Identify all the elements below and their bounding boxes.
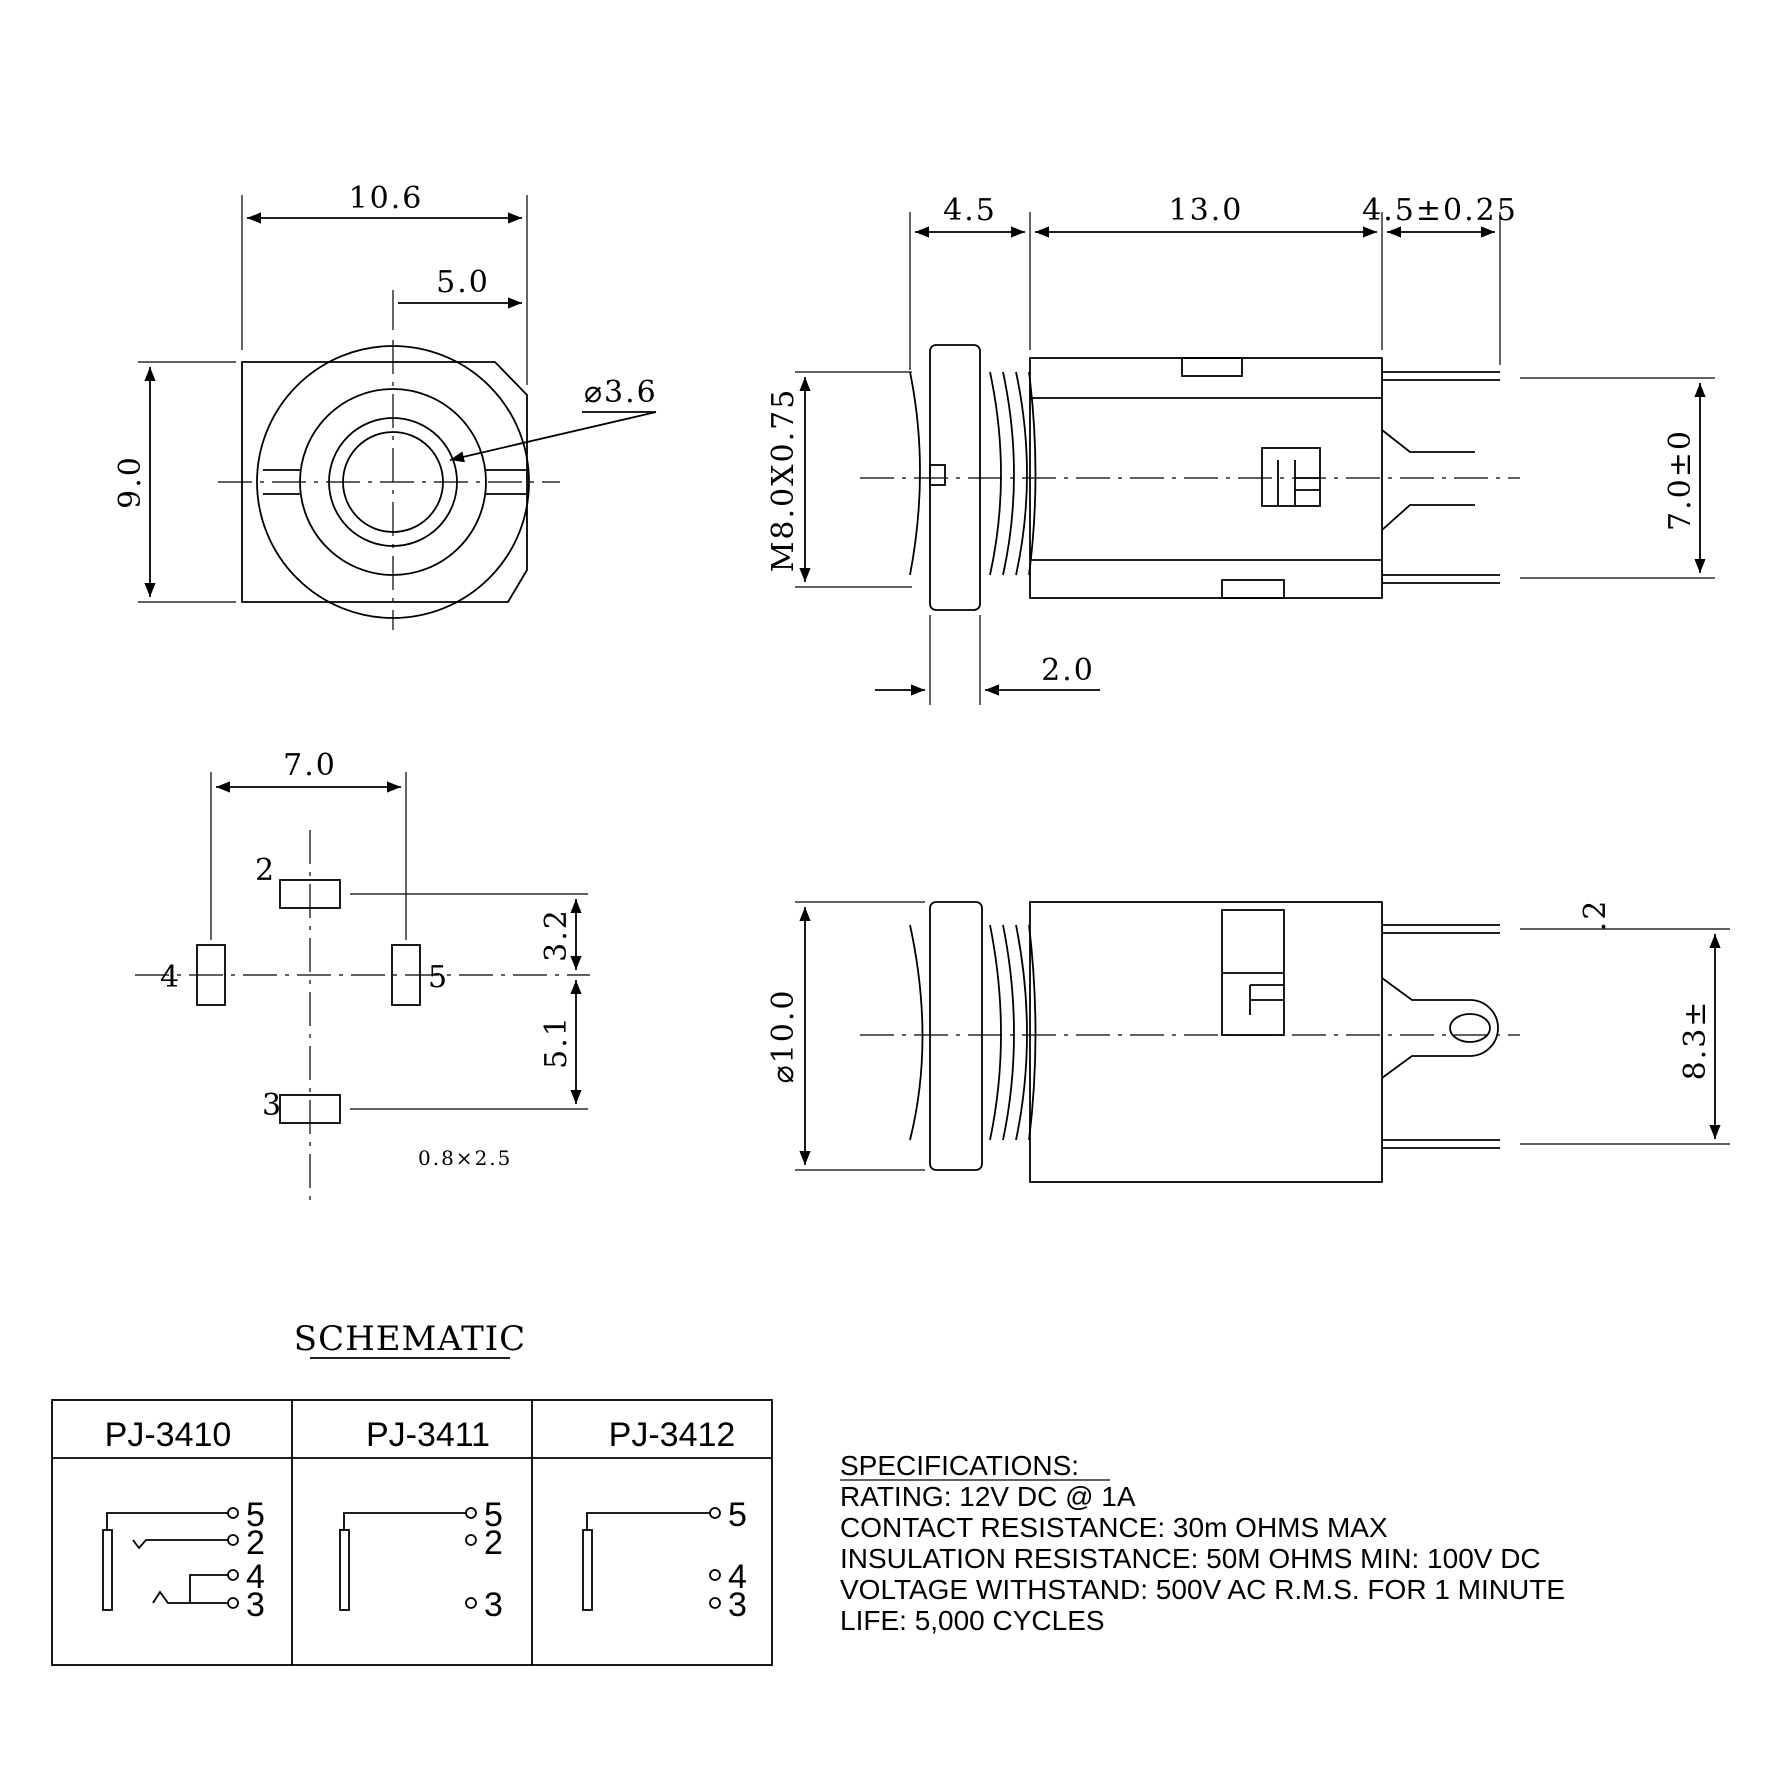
dim-diameter: ⌀10.0 bbox=[766, 989, 801, 1084]
svg-text:4: 4 bbox=[246, 1558, 265, 1596]
spec-line: CONTACT RESISTANCE: 30m OHMS MAX bbox=[840, 1512, 1388, 1543]
side-view-top: 4.5 13.0 4.5±0.25 M8.0X0.75 7.0±0 2.0 bbox=[766, 193, 1715, 705]
body-housing-bottom bbox=[1029, 901, 1383, 1183]
dim-spacing: 7.0 bbox=[283, 748, 337, 783]
dim-height: 9.0 bbox=[113, 455, 148, 509]
dim-pin-span-top: 7.0±0 bbox=[1663, 429, 1698, 531]
pcb-layout: 7.0 3.2 5.1 2 4 5 3 0.8×2.5 bbox=[135, 748, 590, 1205]
schematic-pj-3410: 5 2 4 3 bbox=[102, 1496, 265, 1624]
dim-pin-span-bottom: 8.3± bbox=[1678, 1000, 1713, 1081]
svg-text:2: 2 bbox=[484, 1524, 503, 1562]
pad-3 bbox=[279, 1094, 341, 1124]
schematic-pj-3411: 5 2 3 bbox=[339, 1496, 503, 1624]
dim-hole: ⌀3.6 bbox=[584, 375, 658, 410]
model-pj-3412: PJ-3412 bbox=[609, 1416, 736, 1454]
pin-label-3: 3 bbox=[262, 1088, 281, 1123]
thread-front-edge bbox=[909, 371, 921, 576]
solder-lug bbox=[1381, 977, 1499, 1079]
front-view: 10.6 5.0 ⌀3.6 9.0 bbox=[113, 181, 658, 630]
svg-text:3: 3 bbox=[246, 1586, 265, 1624]
hole-leader bbox=[449, 411, 657, 463]
spec-line: INSULATION RESISTANCE: 50M OHMS MIN: 100… bbox=[840, 1543, 1541, 1574]
dim-thread: M8.0X0.75 bbox=[766, 388, 801, 573]
pin-label-2: 2 bbox=[255, 853, 274, 888]
side-view-bottom: ⌀10.0 8.3± .2 bbox=[766, 899, 1730, 1183]
key-tab bbox=[929, 464, 946, 486]
pad-5 bbox=[391, 944, 421, 1006]
model-pj-3410: PJ-3410 bbox=[105, 1416, 232, 1454]
svg-text:4: 4 bbox=[728, 1558, 747, 1596]
schematic-table bbox=[51, 1399, 773, 1666]
dim-b: 13.0 bbox=[1169, 193, 1244, 228]
pin-label-5: 5 bbox=[428, 960, 447, 995]
dim-a: 4.5 bbox=[943, 193, 997, 228]
contact-window bbox=[1261, 447, 1321, 507]
spec-line: VOLTAGE WITHSTAND: 500V AC R.M.S. FOR 1 … bbox=[840, 1574, 1565, 1605]
dim-flange: 2.0 bbox=[1041, 653, 1095, 688]
flange-nut-bottom bbox=[929, 901, 983, 1171]
front-body-outline bbox=[241, 361, 528, 603]
svg-text:2: 2 bbox=[246, 1524, 265, 1562]
dim-width: 10.6 bbox=[349, 181, 424, 216]
dim-v1: 3.2 bbox=[539, 908, 574, 962]
dim-offset: 5.0 bbox=[436, 265, 490, 300]
svg-text:3: 3 bbox=[484, 1586, 503, 1624]
svg-text:5: 5 bbox=[246, 1496, 265, 1534]
spec-title: SPECIFICATIONS: bbox=[840, 1450, 1079, 1481]
dim-v2: 5.1 bbox=[539, 1015, 574, 1069]
pad-2 bbox=[279, 879, 341, 909]
schematic: SCHEMATIC PJ-3410 PJ-3411 PJ-3412 5 2 4 … bbox=[51, 1319, 773, 1666]
pad-4 bbox=[196, 944, 226, 1006]
specifications: SPECIFICATIONS: RATING: 12V DC @ 1A CONT… bbox=[840, 1450, 1565, 1636]
model-pj-3411: PJ-3411 bbox=[366, 1416, 490, 1454]
dim-small: .2 bbox=[1578, 899, 1613, 932]
pin-label-4: 4 bbox=[160, 960, 179, 995]
spec-line: LIFE: 5,000 CYCLES bbox=[840, 1605, 1105, 1636]
schematic-title: SCHEMATIC bbox=[294, 1319, 526, 1359]
spec-line: RATING: 12V DC @ 1A bbox=[840, 1481, 1136, 1512]
svg-text:5: 5 bbox=[484, 1496, 503, 1534]
svg-text:3: 3 bbox=[728, 1586, 747, 1624]
svg-text:5: 5 bbox=[728, 1496, 747, 1534]
schematic-pj-3412: 5 4 3 bbox=[582, 1496, 747, 1624]
pad-size-note: 0.8×2.5 bbox=[418, 1146, 512, 1170]
dim-c: 4.5±0.25 bbox=[1362, 193, 1518, 228]
